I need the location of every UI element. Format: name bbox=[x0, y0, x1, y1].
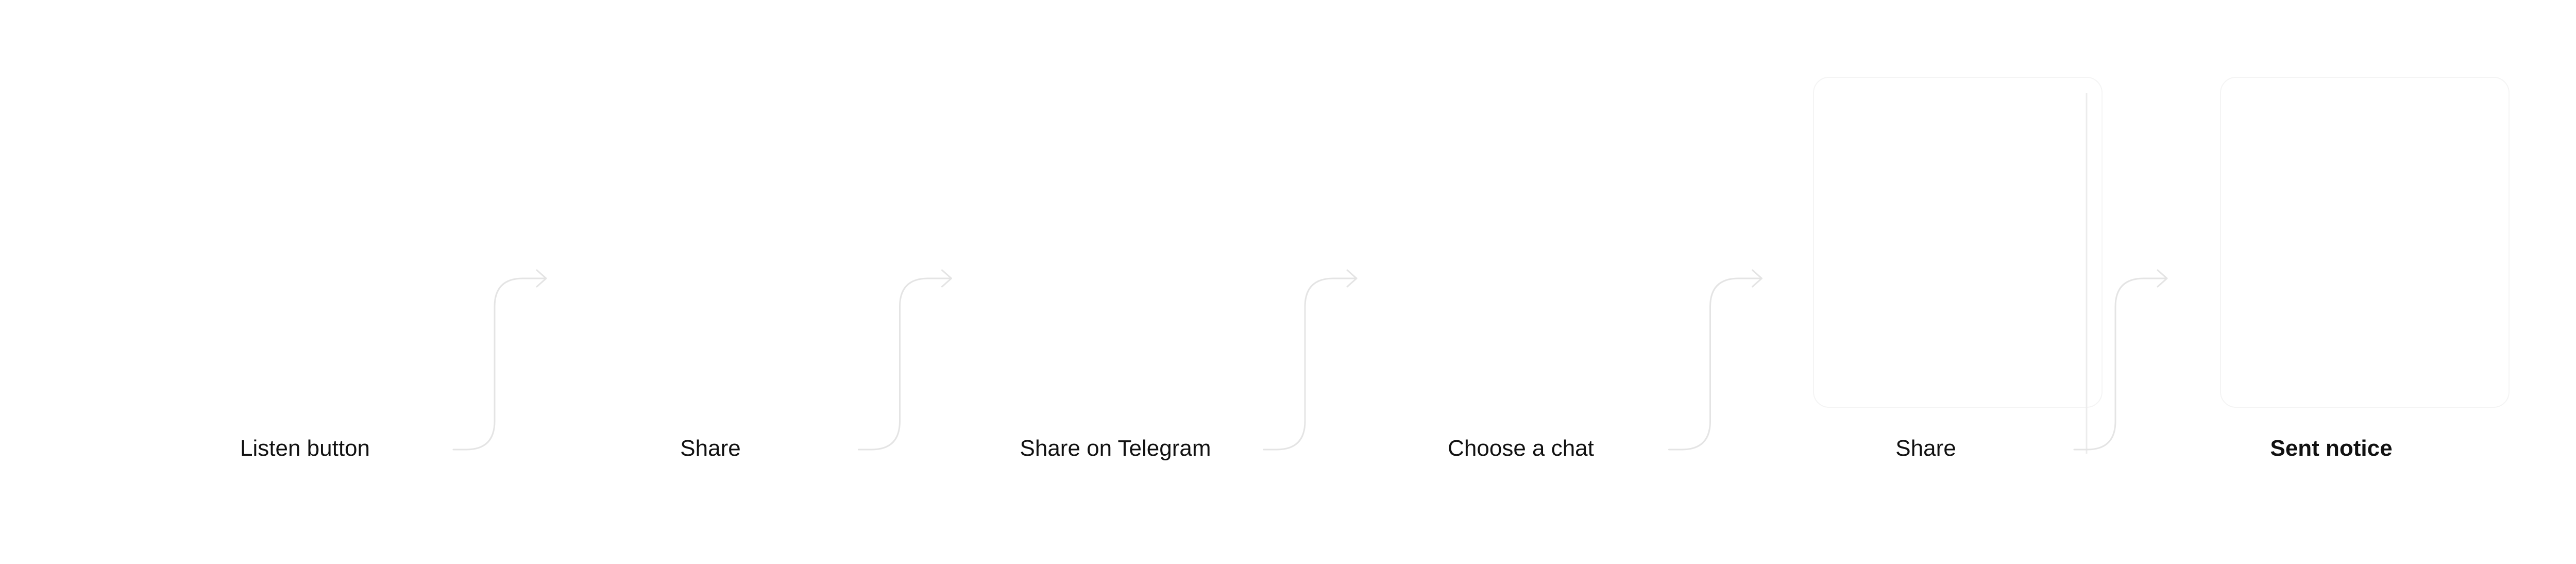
flow-arrow-3 bbox=[1263, 269, 1358, 451]
step-label-share-on-telegram: Share on Telegram bbox=[1020, 436, 1211, 461]
step-label-sent-notice: Sent notice bbox=[2270, 436, 2393, 461]
step-label-listen-button: Listen button bbox=[240, 436, 370, 461]
flow-arrow-2 bbox=[858, 269, 952, 451]
connectors-group bbox=[452, 269, 2168, 451]
flow-arrow-4 bbox=[1668, 269, 1762, 451]
step-label-share: Share bbox=[680, 436, 741, 461]
screen-placeholder-5 bbox=[1813, 77, 2103, 408]
flow-arrow-1 bbox=[452, 269, 547, 451]
screen-placeholder-6 bbox=[2220, 77, 2510, 408]
step-label-share-final: Share bbox=[1895, 436, 1956, 461]
flow-arrow-5 bbox=[2073, 269, 2168, 451]
step-label-choose-a-chat: Choose a chat bbox=[1448, 436, 1594, 461]
